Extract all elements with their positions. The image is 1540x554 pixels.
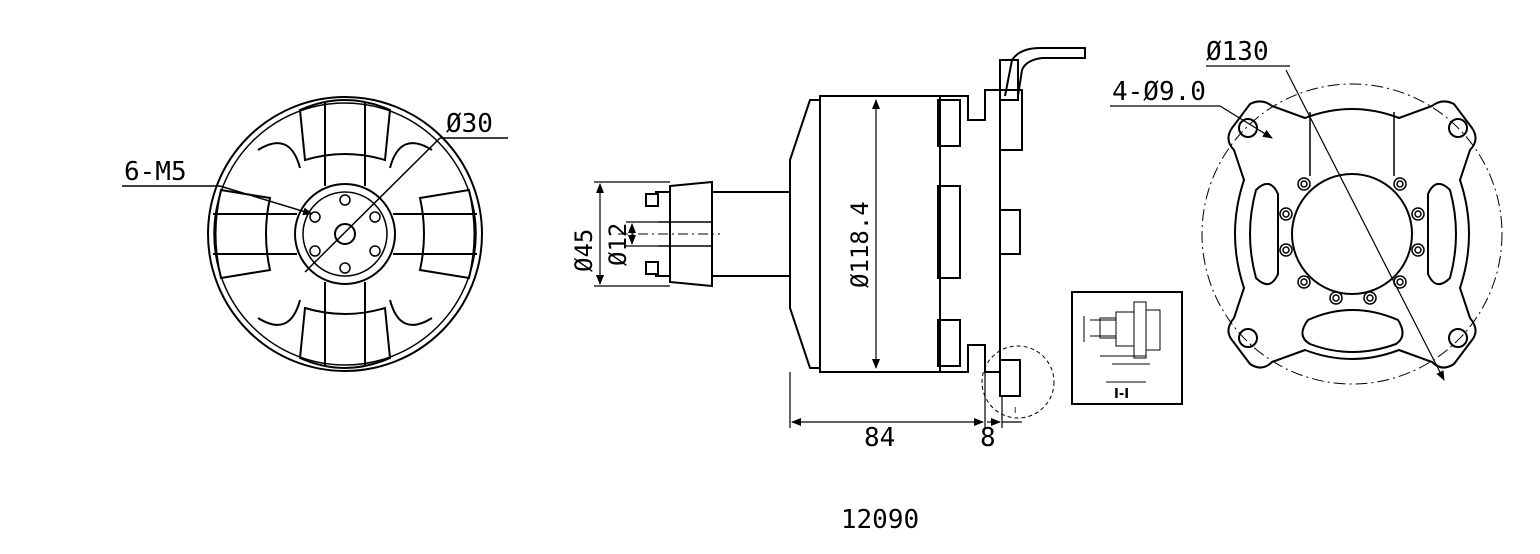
mount-dim-130-line	[1285, 69, 1445, 381]
side-shaft-key-bottom	[645, 261, 659, 275]
side-body-bell	[789, 99, 821, 369]
front-lobe-left	[214, 188, 272, 280]
detail-view	[1071, 291, 1183, 405]
mount-slot-right	[1427, 183, 1457, 285]
front-spoke-bottom	[324, 282, 366, 366]
front-lobe-right	[418, 188, 476, 280]
front-spoke-top	[324, 102, 366, 186]
side-body-slot-2	[937, 185, 961, 279]
mount-hole-bl	[1238, 328, 1258, 348]
side-mount-foot-top	[999, 59, 1019, 101]
mount-view	[1110, 65, 1503, 385]
front-arc-br	[389, 299, 433, 326]
mount-holes-leader	[1219, 105, 1273, 139]
front-hub-mid	[302, 191, 388, 277]
side-body-flange	[940, 89, 1001, 373]
mount-holes-label: 4-Ø9.0	[1112, 77, 1206, 107]
model-number: 12090	[840, 505, 920, 535]
side-shaft-key-top	[645, 193, 659, 207]
side-body-slot-1	[937, 99, 961, 147]
side-mount-plate	[1000, 89, 1023, 151]
side-dim-84-label: 84	[864, 423, 895, 453]
front-spoke-left	[213, 213, 297, 255]
front-holes-leader	[219, 185, 313, 216]
mount-dim-130-label: Ø130	[1206, 37, 1269, 67]
mount-hole-tl	[1238, 118, 1258, 138]
side-dim-12-label: Ø12	[604, 223, 632, 266]
detail-frame	[1071, 291, 1183, 405]
mount-inner-holes	[1279, 177, 1425, 305]
side-mount-foot-mid	[999, 209, 1021, 255]
side-dim-118-label: Ø118.4	[846, 201, 874, 288]
side-cable-bend	[1004, 47, 1086, 97]
front-diameter-label: Ø30	[446, 109, 493, 139]
mount-slot-bottom	[1301, 309, 1404, 353]
mount-bolt-circle	[1201, 83, 1503, 385]
front-view	[122, 96, 508, 372]
detail-label: I-I	[1114, 387, 1129, 402]
mount-slot-left	[1249, 183, 1279, 285]
mount-plate-outline	[1227, 100, 1477, 369]
side-dim-45-label: Ø45	[570, 229, 598, 272]
side-mount-foot-bottom	[999, 359, 1021, 397]
side-dim-8-label: 8	[980, 423, 996, 453]
side-shaft-stub	[712, 191, 791, 277]
front-arc-tr	[389, 142, 433, 169]
side-shaft-flange	[655, 191, 670, 277]
front-outer-ring	[207, 96, 483, 372]
front-lobe-top	[298, 99, 392, 162]
mount-centre-bore	[1291, 173, 1413, 295]
side-body-case	[819, 95, 941, 373]
detail-part	[1083, 301, 1161, 365]
side-body-slot-3	[937, 319, 961, 367]
mount-hole-br	[1448, 328, 1468, 348]
front-bolt-holes	[309, 194, 381, 274]
front-spoke-right	[393, 213, 477, 255]
mount-hole-tr	[1448, 118, 1468, 138]
front-holes-label: 6-M5	[124, 157, 187, 187]
front-arc-bl	[257, 299, 301, 326]
front-lobe-bottom	[298, 306, 392, 369]
front-hub-outer	[294, 183, 396, 285]
side-view	[594, 47, 1086, 428]
front-diameter-line	[304, 137, 441, 273]
front-hub-bore	[334, 223, 356, 245]
front-inner-ring	[213, 102, 477, 366]
side-detail-marker: I	[1014, 406, 1016, 415]
front-arc-tl	[257, 142, 301, 169]
side-detail-circle	[981, 345, 1055, 419]
side-shaft-collar	[669, 180, 713, 288]
